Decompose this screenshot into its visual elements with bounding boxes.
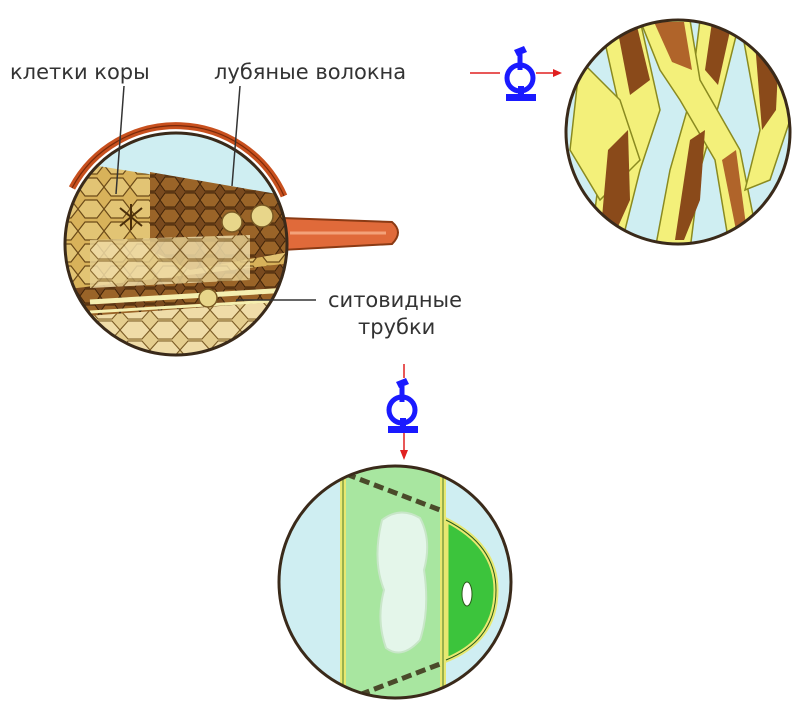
label-bark-cells: клетки коры xyxy=(10,60,150,84)
label-sieve-tubes-line1: ситовидные xyxy=(328,288,462,312)
leader-bark-cells xyxy=(115,85,125,195)
arrow-to-fibers xyxy=(470,69,562,77)
microscope-icon xyxy=(504,46,536,101)
label-sieve-tubes-line2: трубки xyxy=(358,315,435,339)
microscope-icon-2 xyxy=(386,378,418,433)
magnifying-glass-icon xyxy=(63,122,399,357)
arrow-to-sieve xyxy=(400,364,408,460)
label-bast-fibers: лубяные волокна xyxy=(214,60,406,84)
leader-bast-fibers xyxy=(231,85,241,187)
bast-fibers-view xyxy=(564,18,792,246)
sieve-tube-view xyxy=(277,464,513,700)
